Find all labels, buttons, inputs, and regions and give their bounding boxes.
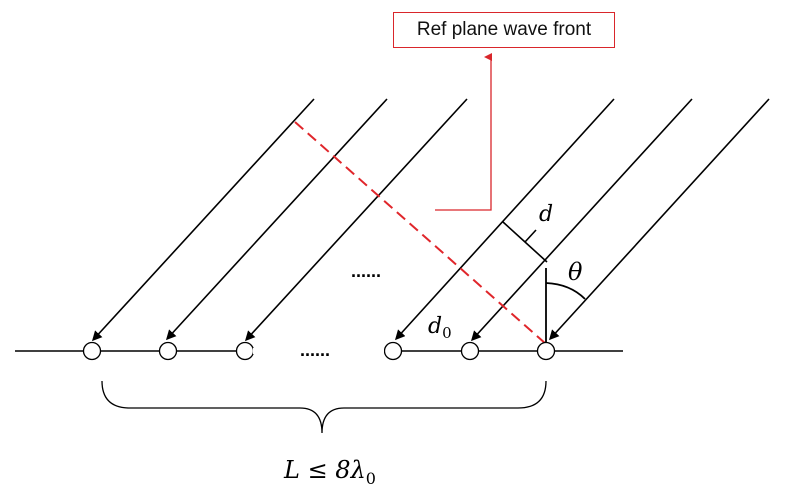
incident-ray-5	[470, 98, 693, 342]
baseline-gap	[253, 348, 384, 354]
array-element	[82, 341, 102, 361]
array-element	[158, 341, 178, 361]
array-element	[235, 341, 255, 361]
length-brace	[101, 380, 547, 434]
ellipsis-mid: ......	[351, 261, 381, 281]
label-theta: θ	[568, 258, 583, 286]
incident-ray-1	[91, 98, 315, 342]
label-d: d	[539, 202, 553, 227]
array-element	[460, 341, 480, 361]
d-bracket	[502, 221, 548, 263]
ref-plane-wave-front-label: Ref plane wave front	[393, 12, 615, 48]
array-element	[383, 341, 403, 361]
theta-arc	[545, 282, 586, 300]
ref-label-text: Ref plane wave front	[416, 19, 592, 40]
label-d0: d0	[428, 314, 452, 342]
array-element	[536, 341, 556, 361]
label-length-limit: L ≤ 8λ0	[283, 456, 376, 488]
incident-ray-3	[244, 98, 468, 342]
incident-ray-2	[165, 98, 388, 341]
ref-leader-line	[435, 53, 492, 211]
ref-wave-front-line	[294, 121, 547, 345]
incident-ray-6	[548, 98, 770, 341]
incident-ray-4	[394, 98, 615, 341]
ellipsis-row: ......	[300, 340, 330, 360]
array-elements	[82, 341, 556, 361]
